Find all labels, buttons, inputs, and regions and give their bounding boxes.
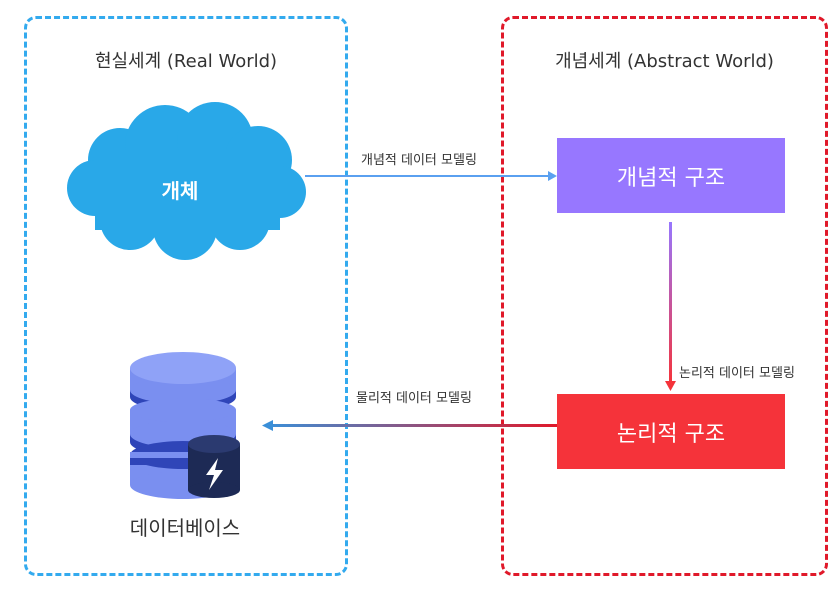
arrow-logical-modeling bbox=[665, 222, 676, 391]
lightning-badge-icon bbox=[188, 435, 240, 498]
entity-label: 개체 bbox=[161, 179, 199, 203]
conceptual-modeling-label: 개념적 데이터 모델링 bbox=[361, 153, 477, 168]
real-world-title: 현실세계 (Real World) bbox=[94, 51, 278, 72]
concept-structure-box: 개념적 구조 bbox=[557, 138, 785, 213]
logical-structure-box: 논리적 구조 bbox=[557, 394, 785, 469]
logical-structure-label: 논리적 구조 bbox=[616, 421, 726, 447]
abstract-world-title: 개념세계 (Abstract World) bbox=[555, 51, 774, 72]
database-label: 데이터베이스 bbox=[129, 516, 241, 540]
concept-structure-label: 개념적 구조 bbox=[616, 165, 726, 191]
entity-cloud bbox=[67, 102, 306, 260]
real-world-region: 현실세계 (Real World) bbox=[24, 16, 348, 576]
logical-modeling-label: 논리적 데이터 모델링 bbox=[679, 366, 795, 381]
abstract-world-region: 개념세계 (Abstract World) bbox=[501, 16, 828, 576]
arrow-conceptual-modeling bbox=[305, 171, 557, 181]
physical-modeling-label: 물리적 데이터 모델링 bbox=[356, 391, 472, 406]
arrow-physical-modeling bbox=[262, 420, 557, 431]
